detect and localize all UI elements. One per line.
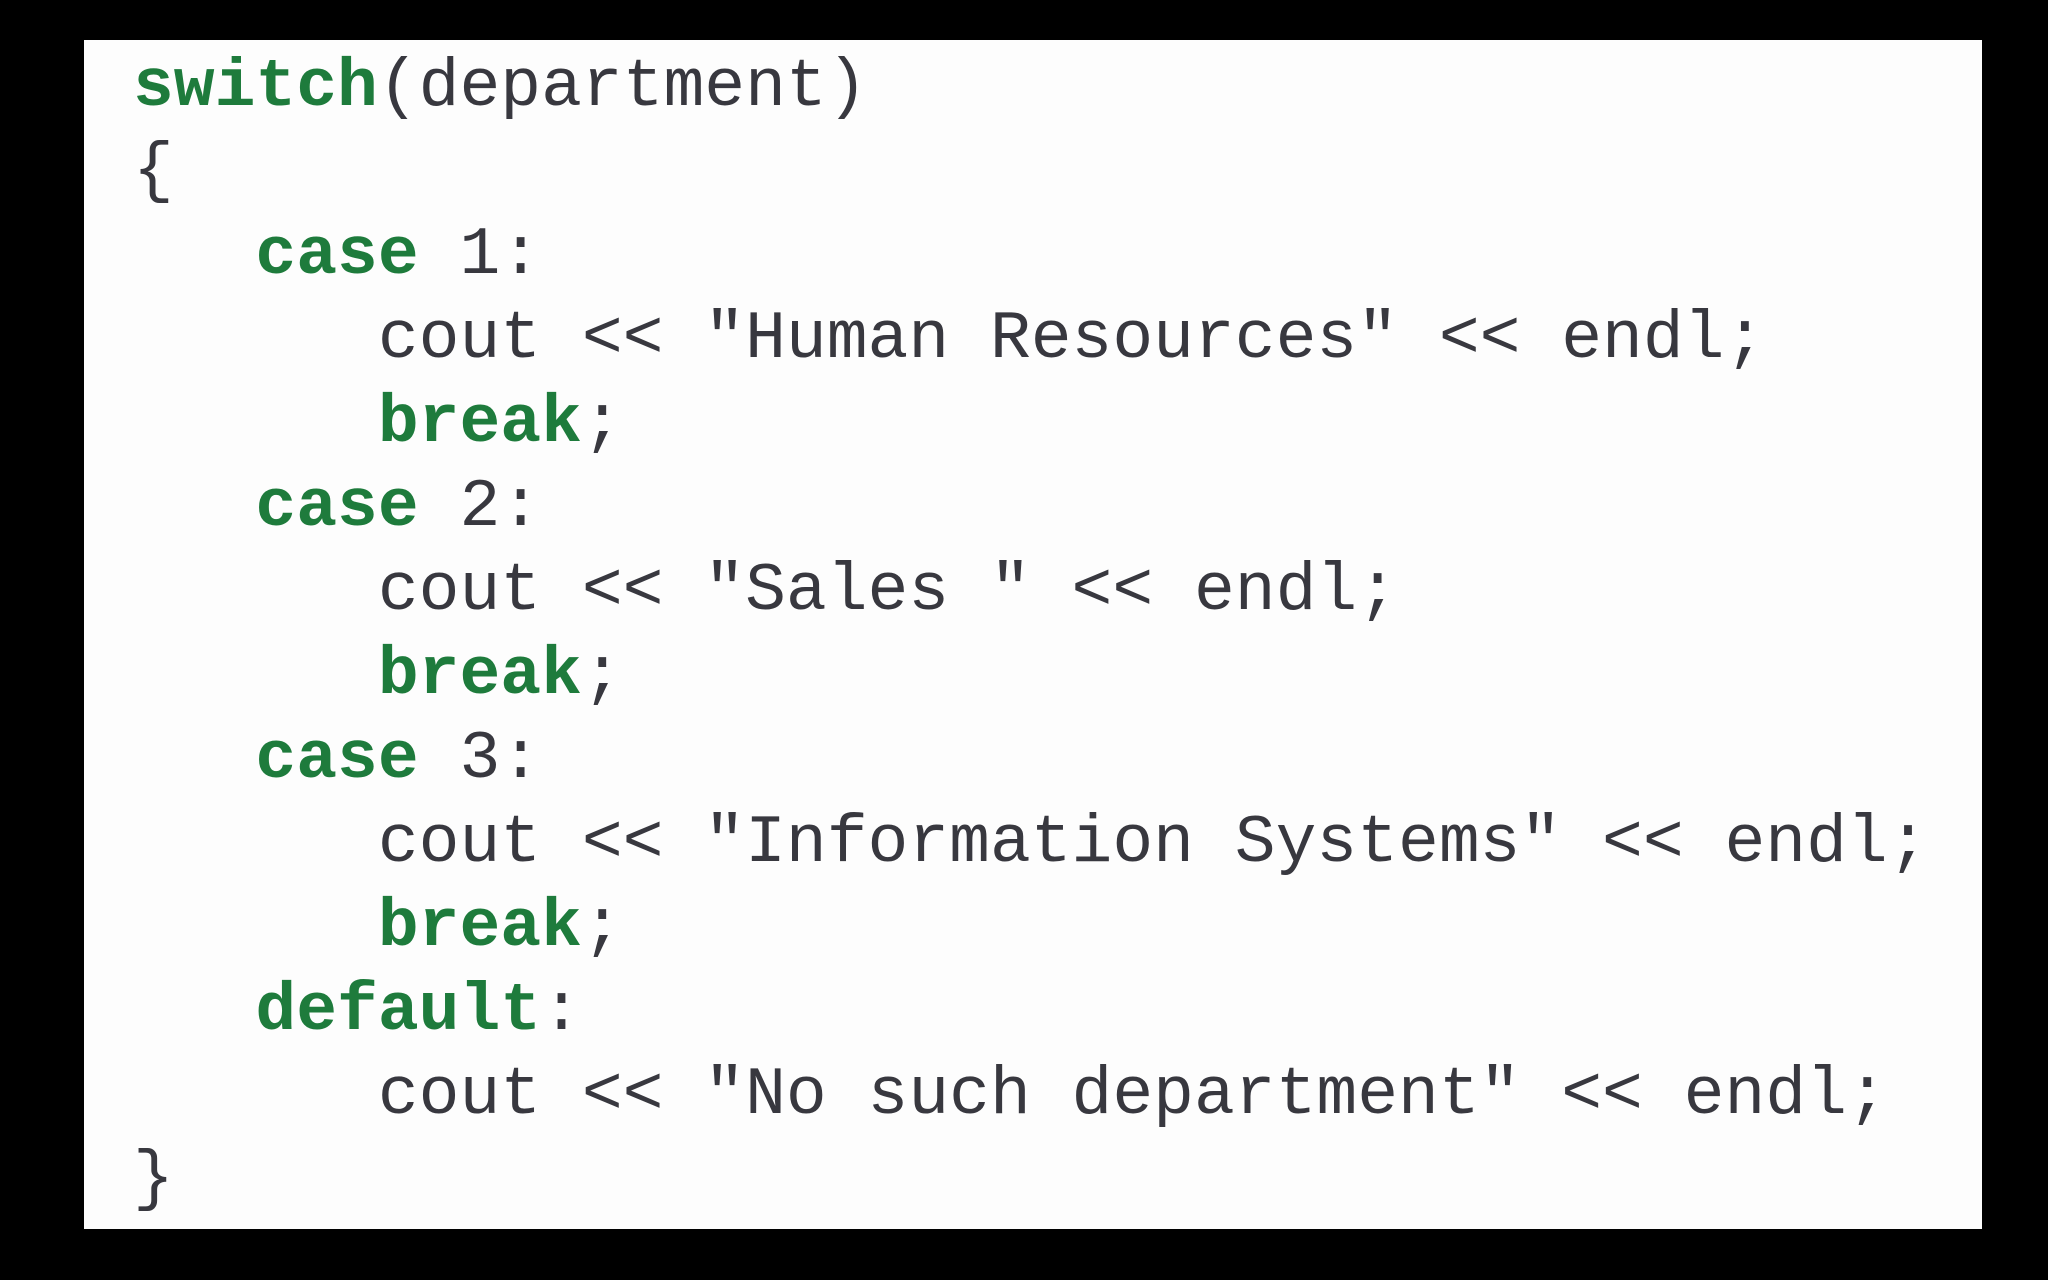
keyword: case bbox=[255, 721, 419, 798]
code-text: ; bbox=[581, 889, 623, 966]
code-line: cout << "Sales " << endl; bbox=[133, 550, 1982, 634]
code-panel: switch(department){ case 1: cout << "Hum… bbox=[84, 40, 1982, 1229]
code-line: case 1: bbox=[133, 214, 1982, 298]
code-text bbox=[133, 385, 378, 462]
code-line: cout << "Human Resources" << endl; bbox=[133, 298, 1982, 382]
code-line: cout << "Information Systems" << endl; bbox=[133, 802, 1982, 886]
code-text: 1: bbox=[418, 217, 542, 294]
code-line: { bbox=[133, 130, 1982, 214]
code-text: cout << "Information Systems" << endl; bbox=[133, 805, 1929, 882]
code-text: ; bbox=[581, 385, 623, 462]
code-text bbox=[133, 973, 255, 1050]
code-block: switch(department){ case 1: cout << "Hum… bbox=[84, 40, 1982, 1222]
code-line: break; bbox=[133, 886, 1982, 970]
code-text bbox=[133, 889, 378, 966]
code-text: { bbox=[133, 133, 174, 210]
code-text: ; bbox=[581, 637, 623, 714]
code-text bbox=[133, 469, 255, 546]
keyword: break bbox=[377, 637, 582, 714]
code-line: default: bbox=[133, 970, 1982, 1054]
code-text: 2: bbox=[418, 469, 542, 546]
code-text bbox=[133, 637, 378, 714]
code-text: } bbox=[133, 1141, 174, 1218]
keyword: break bbox=[377, 385, 582, 462]
keyword: default bbox=[255, 973, 542, 1050]
code-line: case 3: bbox=[133, 718, 1982, 802]
keyword: break bbox=[377, 889, 582, 966]
code-text: 3: bbox=[418, 721, 542, 798]
code-text: cout << "Sales " << endl; bbox=[133, 553, 1399, 630]
code-line: break; bbox=[133, 634, 1982, 718]
code-text bbox=[133, 217, 255, 294]
keyword: case bbox=[255, 469, 419, 546]
code-text bbox=[133, 721, 255, 798]
code-line: switch(department) bbox=[133, 46, 1982, 130]
code-line: cout << "No such department" << endl; bbox=[133, 1054, 1982, 1138]
code-text: : bbox=[541, 973, 582, 1050]
code-line: } bbox=[133, 1138, 1982, 1222]
code-line: case 2: bbox=[133, 466, 1982, 550]
code-line: break; bbox=[133, 382, 1982, 466]
code-text: cout << "Human Resources" << endl; bbox=[133, 301, 1766, 378]
keyword: switch bbox=[133, 49, 378, 126]
code-text: cout << "No such department" << endl; bbox=[133, 1057, 1888, 1134]
code-text: (department) bbox=[377, 49, 868, 126]
keyword: case bbox=[255, 217, 419, 294]
